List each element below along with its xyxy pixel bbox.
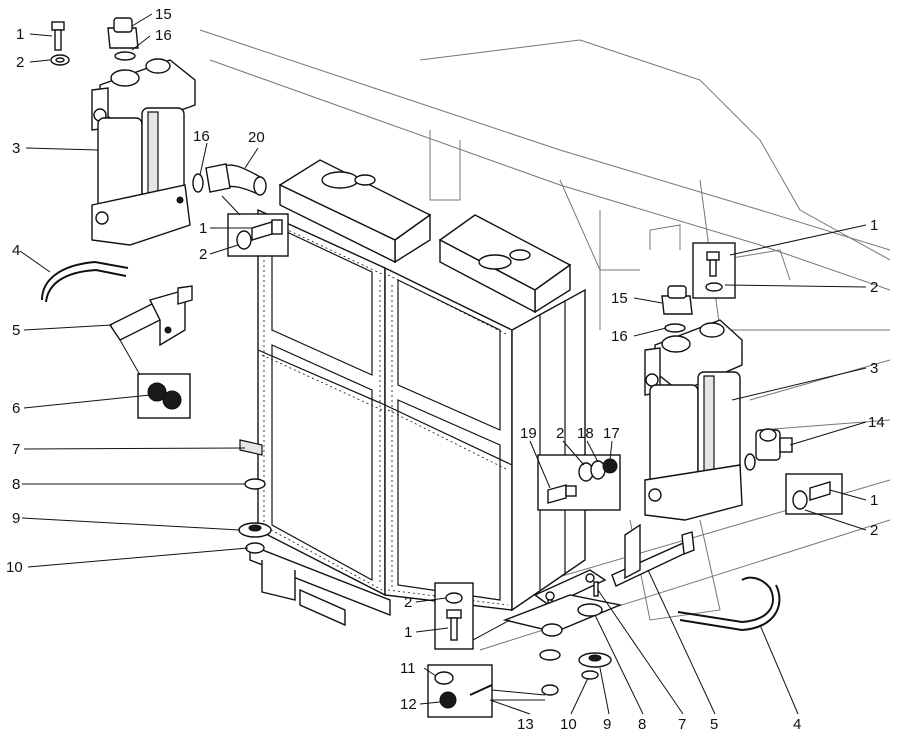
callout-15-right: 15 xyxy=(611,290,628,307)
callout-1-lower-left: 1 xyxy=(404,624,412,641)
callout-2-lower-right: 2 xyxy=(870,522,878,539)
callout-2-top-left: 2 xyxy=(16,54,24,71)
callout-16-right: 16 xyxy=(611,328,628,345)
bolt-washer-box-lower-right xyxy=(785,473,843,515)
callout-20: 20 xyxy=(248,129,265,146)
callout-16-top-left: 16 xyxy=(155,27,172,44)
callout-labels: 1 15 16 2 3 16 20 1 2 4 5 6 7 8 9 10 1 2… xyxy=(6,6,885,733)
bolt-washer-box-right xyxy=(692,242,736,299)
callout-2-lower-left: 2 xyxy=(404,594,412,611)
callout-11: 11 xyxy=(400,660,416,677)
callout-17: 17 xyxy=(603,425,620,442)
flange-top-left xyxy=(107,17,139,61)
callout-13: 13 xyxy=(517,716,534,733)
callout-15-top-left: 15 xyxy=(155,6,172,23)
callout-4-bottom: 4 xyxy=(793,716,801,733)
bolt-box-lower-left xyxy=(434,582,511,650)
callout-7-bottom: 7 xyxy=(678,716,686,733)
callout-9-bottom: 9 xyxy=(603,716,611,733)
callout-leaders xyxy=(19,13,867,715)
callout-1-lower-right: 1 xyxy=(870,492,878,509)
callout-1-top-left: 1 xyxy=(16,26,24,43)
callout-12: 12 xyxy=(400,696,417,713)
hardware-box-right xyxy=(537,454,621,511)
bolt-washer-box-mid-left xyxy=(221,195,289,257)
callout-3-right: 3 xyxy=(870,360,878,377)
callout-1-mid: 1 xyxy=(199,220,207,237)
callout-2-top-right: 2 xyxy=(870,279,878,296)
callout-5-bottom: 5 xyxy=(710,716,718,733)
nut-box xyxy=(119,339,191,419)
callout-5-left: 5 xyxy=(12,322,20,339)
callout-7-left: 7 xyxy=(12,441,20,458)
callout-8-bottom: 8 xyxy=(638,716,646,733)
callout-10-left: 10 xyxy=(6,559,23,576)
coolant-hose xyxy=(192,163,267,196)
hardware-box-lower xyxy=(427,664,559,718)
oil-cooler-right xyxy=(644,319,743,521)
callout-4-left: 4 xyxy=(12,242,20,259)
mount-plate-front xyxy=(502,569,623,680)
callout-3-left: 3 xyxy=(12,140,20,157)
callout-16-mid: 16 xyxy=(193,128,210,145)
callout-14: 14 xyxy=(868,414,885,431)
callout-2-box: 2 xyxy=(556,425,564,442)
strap-left xyxy=(41,260,129,303)
flange-top-right xyxy=(661,285,693,333)
radiator-core xyxy=(239,159,586,627)
strap-right xyxy=(677,576,781,632)
elbow-fitting xyxy=(744,428,793,471)
callout-2-mid: 2 xyxy=(199,246,207,263)
mount-pads-left xyxy=(238,478,272,554)
callout-18: 18 xyxy=(577,425,594,442)
bolt-washer-top-left xyxy=(50,21,70,66)
callout-1-top-right: 1 xyxy=(870,217,878,234)
callout-19: 19 xyxy=(520,425,537,442)
callout-8-left: 8 xyxy=(12,476,20,493)
callout-10-bottom: 10 xyxy=(560,716,577,733)
bracket-left xyxy=(108,285,193,347)
callout-9-left: 9 xyxy=(12,510,20,527)
oil-cooler-left xyxy=(91,58,196,246)
bracket-right xyxy=(611,523,695,587)
callout-6: 6 xyxy=(12,400,20,417)
